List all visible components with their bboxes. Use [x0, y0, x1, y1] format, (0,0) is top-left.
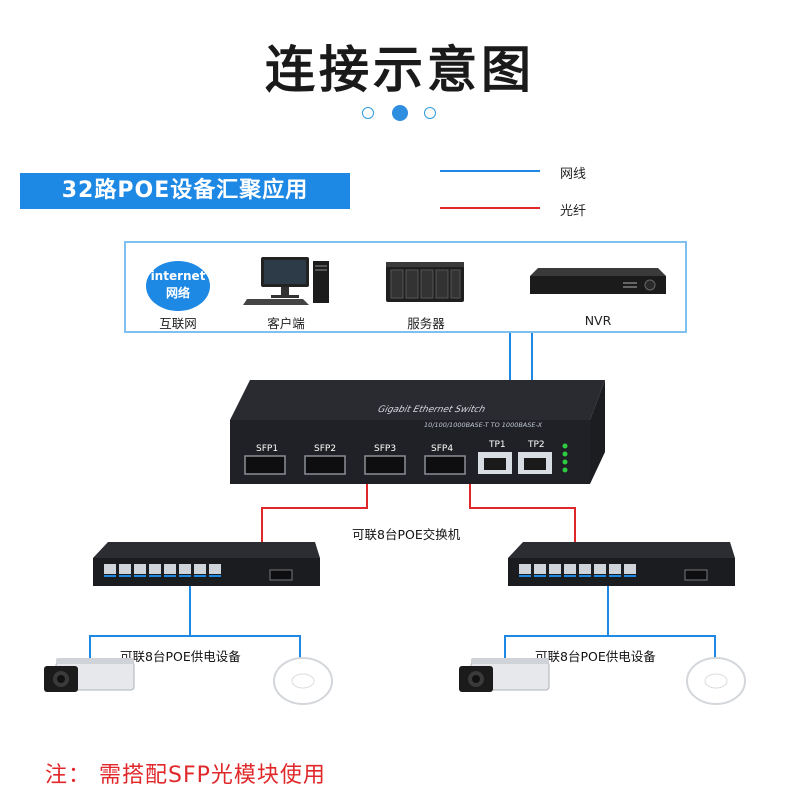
legend-fiber-label: 光纤: [560, 204, 587, 219]
main-switch-brand: Gigabit Ethernet Switch: [376, 405, 487, 415]
port-label-tp2: TP2: [528, 440, 545, 450]
footnote: 注： 需搭配SFP光模块使用: [45, 763, 326, 788]
page-dot-1[interactable]: [362, 107, 374, 119]
page-dot-3[interactable]: [424, 107, 436, 119]
port-label-sfp1: SFP1: [256, 444, 279, 454]
left-access-point-icon: [273, 657, 333, 705]
server-label: 服务器: [407, 316, 445, 331]
right-access-point-icon: [686, 657, 746, 705]
application-banner: 32路POE设备汇聚应用: [20, 173, 350, 209]
page-dot-2-active[interactable]: [392, 105, 408, 121]
server-icon: [386, 262, 464, 302]
port-label-sfp2: SFP2: [314, 444, 337, 454]
port-label-sfp4: SFP4: [431, 444, 454, 454]
right-camera-icon: [459, 658, 550, 692]
legend-network-label: 网线: [560, 167, 587, 182]
client-computer-icon: [243, 257, 329, 305]
left-group-label: 可联8台POE供电设备: [120, 649, 241, 664]
internet-globe-icon: internet 网络: [146, 261, 210, 311]
nvr-icon: [530, 268, 666, 294]
page-title: 连接示意图: [265, 41, 535, 99]
nvr-label: NVR: [584, 313, 612, 328]
internet-badge-subtext: 网络: [165, 286, 190, 300]
internet-label: 互联网: [159, 316, 197, 331]
port-label-sfp3: SFP3: [374, 444, 397, 454]
left-camera-icon: [44, 658, 135, 692]
main-fiber-switch: [230, 380, 605, 484]
internet-badge-text: internet: [150, 269, 206, 283]
pagination-dots[interactable]: [360, 105, 440, 121]
right-group-label: 可联8台POE供电设备: [535, 649, 656, 664]
cascade-label: 可联8台POE交换机: [352, 527, 461, 542]
right-poe-switch: [508, 542, 735, 586]
main-switch-spec: 10/100/1000BASE-T TO 1000BASE-X: [424, 421, 543, 429]
client-label: 客户端: [267, 316, 305, 331]
legend-network-line: [440, 170, 540, 172]
left-poe-switch: [93, 542, 320, 586]
port-label-tp1: TP1: [489, 440, 506, 450]
legend-fiber-line: [440, 207, 540, 209]
